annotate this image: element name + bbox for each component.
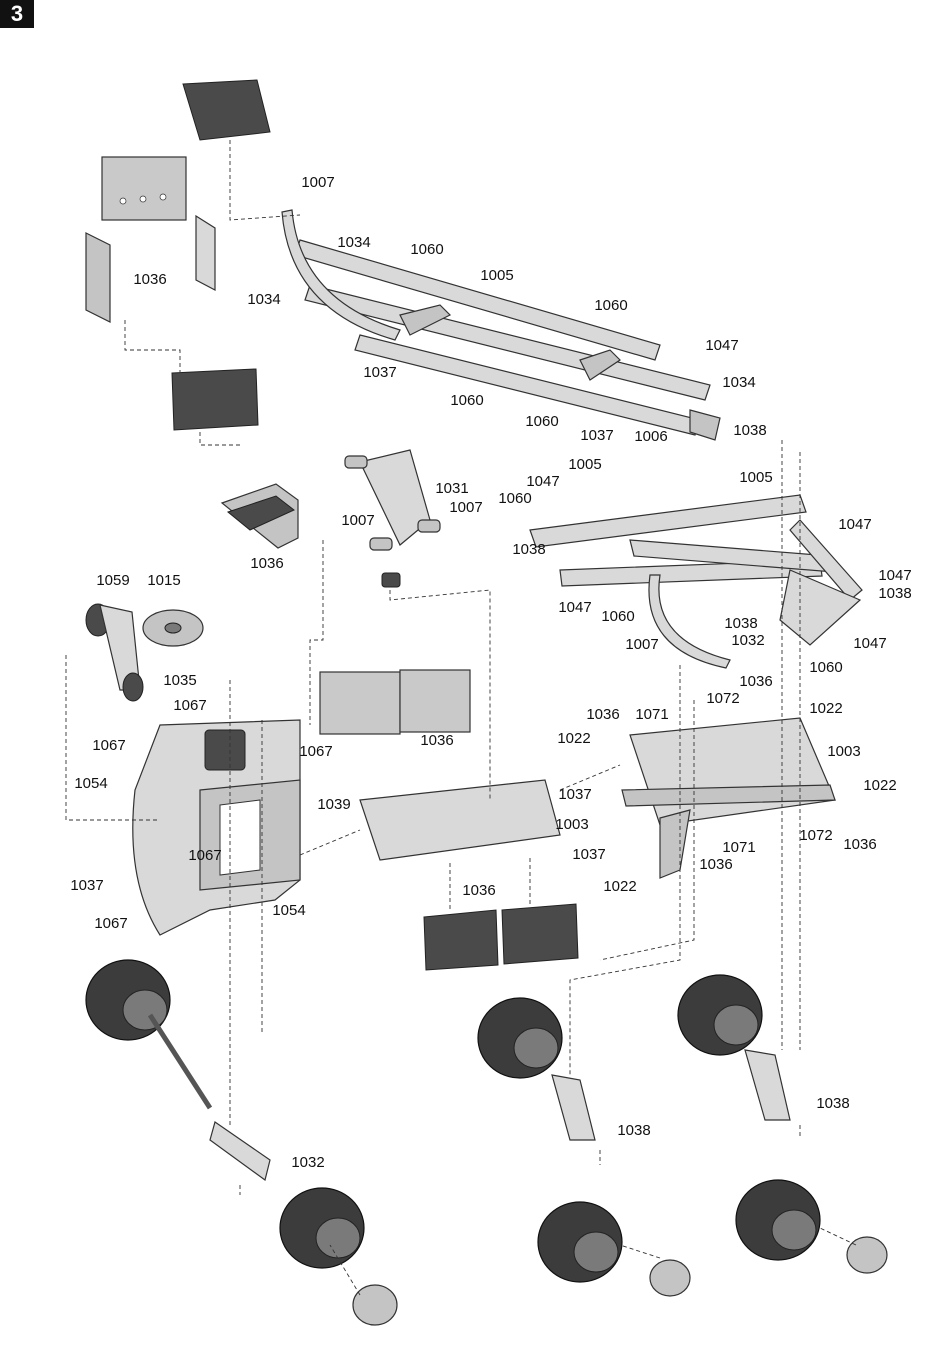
- wheel-rear-inner: [677, 974, 763, 1056]
- part-label-1022: 1022: [863, 777, 896, 794]
- part-label-1067: 1067: [94, 915, 127, 932]
- boom-arm-assembly: [281, 209, 721, 441]
- part-label-1060: 1060: [594, 297, 627, 314]
- steering-wheel-assembly: [85, 603, 204, 702]
- part-label-1036: 1036: [699, 856, 732, 873]
- part-label-1007: 1007: [301, 174, 334, 191]
- part-label-1067: 1067: [299, 743, 332, 760]
- part-label-1039: 1039: [317, 796, 350, 813]
- part-label-1047: 1047: [838, 516, 871, 533]
- cab-frame: [132, 719, 301, 936]
- part-label-1036: 1036: [586, 706, 619, 723]
- chassis-plate-rear: [621, 717, 836, 879]
- part-label-1005: 1005: [568, 456, 601, 473]
- wheel-mid-outer: [537, 1201, 623, 1283]
- part-label-1035: 1035: [163, 672, 196, 689]
- part-label-1060: 1060: [450, 392, 483, 409]
- part-label-1034: 1034: [337, 234, 370, 251]
- part-label-1060: 1060: [410, 241, 443, 258]
- part-label-1054: 1054: [272, 902, 305, 919]
- part-label-1067: 1067: [92, 737, 125, 754]
- part-label-1005: 1005: [739, 469, 772, 486]
- part-label-1037: 1037: [580, 427, 613, 444]
- chassis-plate-front: [359, 779, 561, 861]
- wheel-front-left-axle: [85, 959, 213, 1110]
- part-label-1038: 1038: [724, 615, 757, 632]
- part-label-1022: 1022: [603, 878, 636, 895]
- part-label-1022: 1022: [809, 700, 842, 717]
- seat-angle-part: [220, 483, 299, 549]
- part-label-1034: 1034: [722, 374, 755, 391]
- part-label-1036: 1036: [739, 673, 772, 690]
- part-label-1007: 1007: [625, 636, 658, 653]
- part-label-1047: 1047: [853, 635, 886, 652]
- part-label-1038: 1038: [878, 585, 911, 602]
- part-label-1038: 1038: [733, 422, 766, 439]
- part-label-1060: 1060: [525, 413, 558, 430]
- part-label-1036: 1036: [843, 836, 876, 853]
- part-label-1060: 1060: [498, 490, 531, 507]
- part-label-1022: 1022: [557, 730, 590, 747]
- part-label-1036: 1036: [420, 732, 453, 749]
- part-label-1072: 1072: [706, 690, 739, 707]
- part-label-1071: 1071: [635, 706, 668, 723]
- part-label-1006: 1006: [634, 428, 667, 445]
- part-label-1034: 1034: [247, 291, 280, 308]
- seat-plate-lower: [171, 368, 259, 431]
- part-label-1037: 1037: [363, 364, 396, 381]
- loader-arm-frame: [529, 494, 863, 669]
- part-label-1037: 1037: [572, 846, 605, 863]
- part-label-1047: 1047: [705, 337, 738, 354]
- part-label-1038: 1038: [816, 1095, 849, 1112]
- part-label-1059: 1059: [96, 572, 129, 589]
- part-label-1038: 1038: [512, 541, 545, 558]
- part-label-1047: 1047: [526, 473, 559, 490]
- part-label-1005: 1005: [480, 267, 513, 284]
- step-number-badge: 3: [0, 0, 34, 28]
- part-label-1015: 1015: [147, 572, 180, 589]
- part-label-1060: 1060: [601, 608, 634, 625]
- grille-plates: [423, 903, 579, 971]
- part-label-1007: 1007: [341, 512, 374, 529]
- part-label-1047: 1047: [878, 567, 911, 584]
- part-label-1031: 1031: [435, 480, 468, 497]
- lift-linkage-arm: [344, 449, 441, 588]
- hub-caps: [352, 1236, 888, 1326]
- angle-bracket-left: [85, 214, 216, 323]
- flat-plates-center: [319, 669, 471, 735]
- part-label-1036: 1036: [462, 882, 495, 899]
- part-label-1072: 1072: [799, 827, 832, 844]
- axle-brackets: [209, 1049, 791, 1182]
- part-label-1036: 1036: [133, 271, 166, 288]
- part-label-1071: 1071: [722, 839, 755, 856]
- wheel-front-left-outer: [279, 1187, 365, 1269]
- part-label-1060: 1060: [809, 659, 842, 676]
- part-label-1067: 1067: [173, 697, 206, 714]
- part-label-1038: 1038: [617, 1122, 650, 1139]
- part-label-1003: 1003: [827, 743, 860, 760]
- part-label-1032: 1032: [731, 632, 764, 649]
- part-label-1047: 1047: [558, 599, 591, 616]
- part-label-1054: 1054: [74, 775, 107, 792]
- wheel-mid-inner: [477, 997, 563, 1079]
- part-label-1037: 1037: [558, 786, 591, 803]
- flat-plate-upper-left: [101, 156, 187, 221]
- part-label-1032: 1032: [291, 1154, 324, 1171]
- seat-plate-top: [182, 79, 271, 141]
- wheel-rear-outer: [735, 1179, 821, 1261]
- part-label-1003: 1003: [555, 816, 588, 833]
- part-label-1067: 1067: [188, 847, 221, 864]
- part-label-1007: 1007: [449, 499, 482, 516]
- assembly-guide-lines: [65, 140, 857, 1296]
- part-label-1037: 1037: [70, 877, 103, 894]
- part-label-1036: 1036: [250, 555, 283, 572]
